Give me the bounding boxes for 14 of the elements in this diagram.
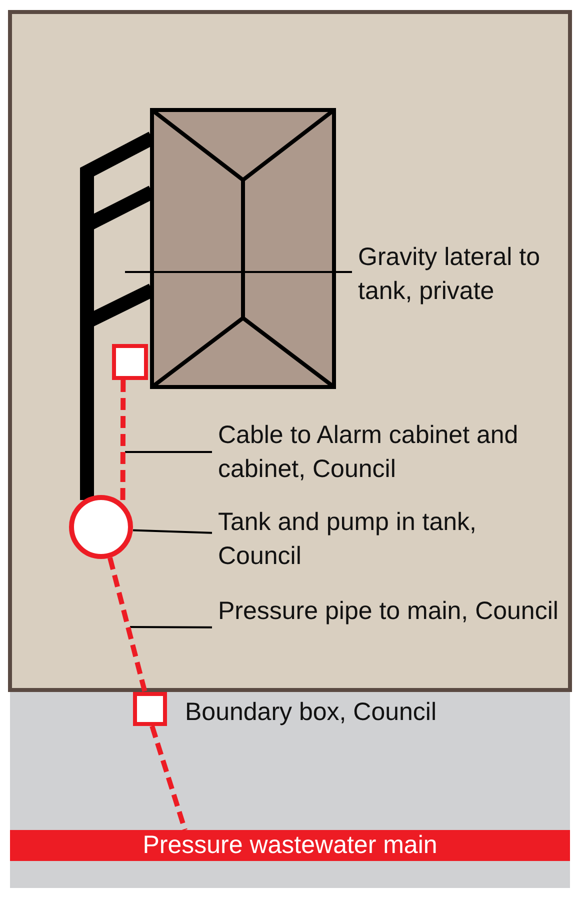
square-marker <box>133 692 167 726</box>
callout-label: Boundary box, Council <box>185 697 437 728</box>
water-main-band: Pressure wastewater main <box>10 830 570 861</box>
callout-label: Tank and pump in tank, Council <box>212 505 562 573</box>
callout-label: Gravity lateral to tank, private <box>352 240 574 308</box>
leader-line <box>132 529 212 534</box>
callout-label: Pressure pipe to main, Council <box>212 594 562 628</box>
leader-line <box>125 270 352 273</box>
callout-label: Cable to Alarm cabinet and cabinet, Council <box>212 418 562 486</box>
leader-line <box>125 451 212 453</box>
square-marker <box>112 344 148 380</box>
pipe-line <box>150 725 188 831</box>
leader-line <box>130 626 212 628</box>
pipe-line <box>108 557 148 693</box>
